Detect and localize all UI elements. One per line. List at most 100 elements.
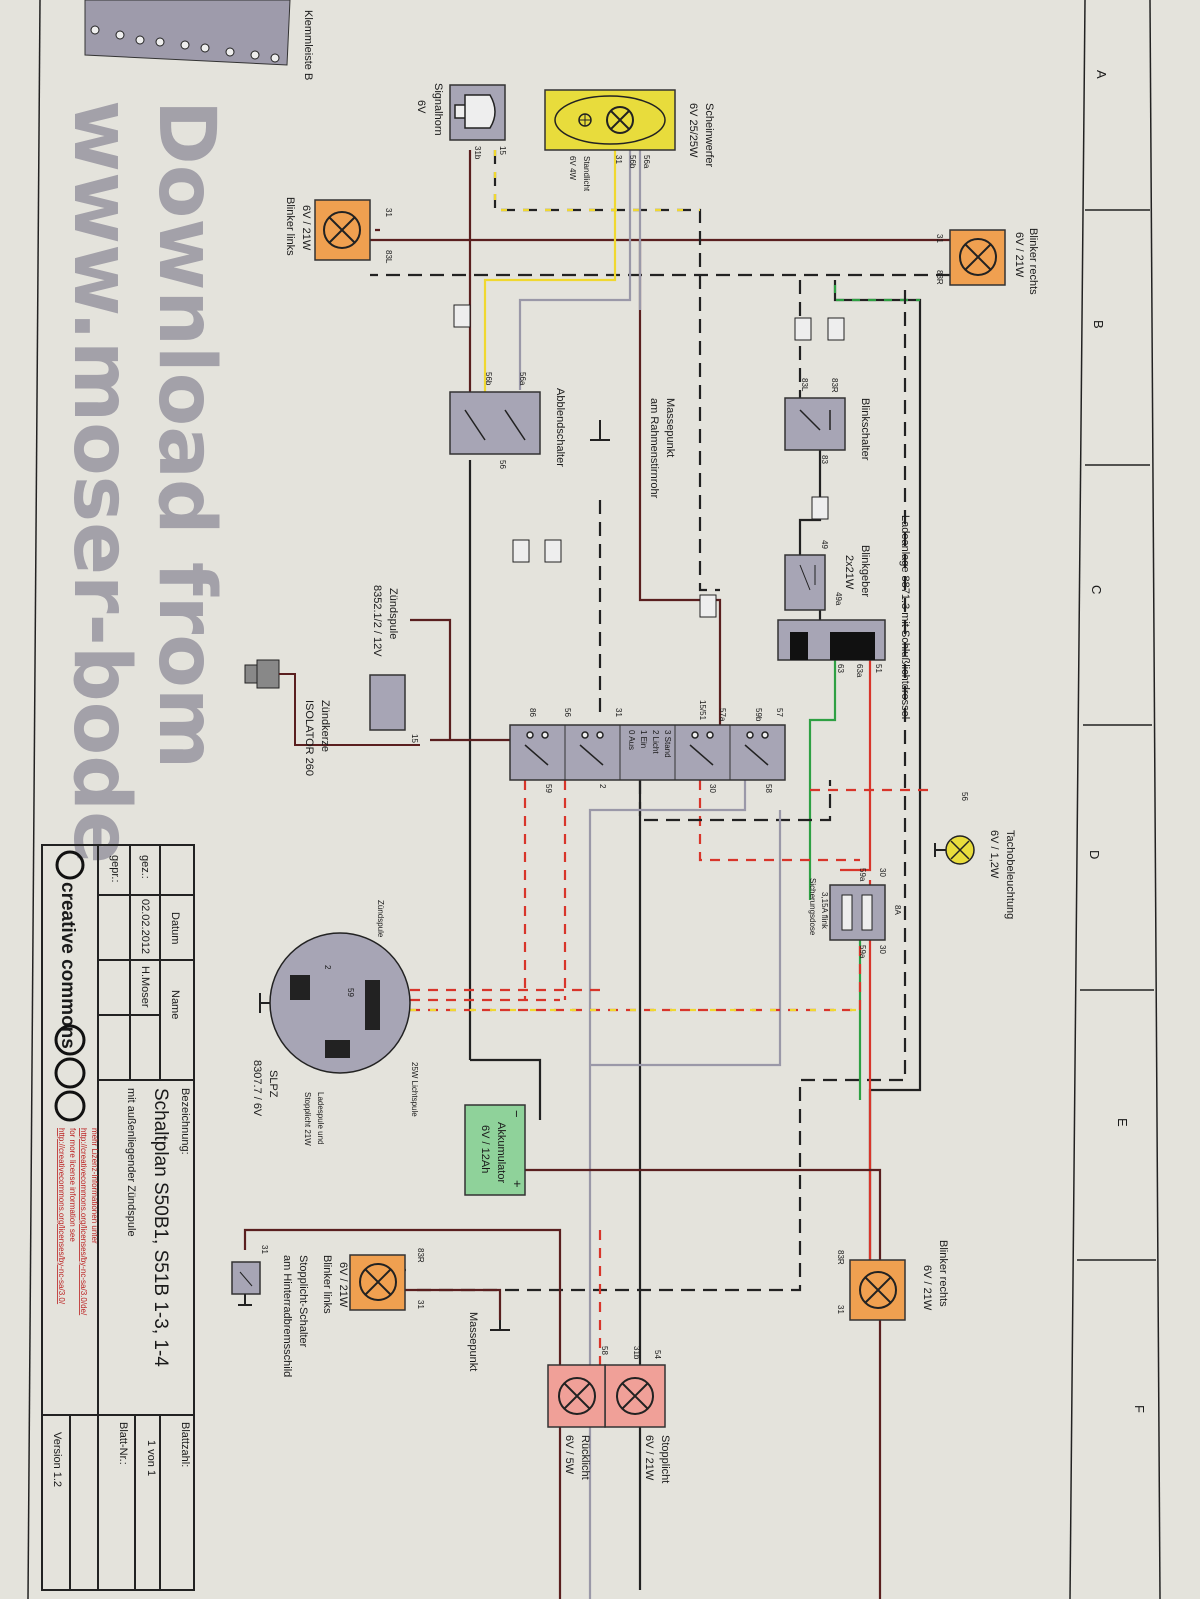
stopplicht-label: Stopplicht 21W <box>303 1092 312 1146</box>
date-value: 02.02.2012 <box>139 899 151 954</box>
author-value: H.Moser <box>139 966 151 1008</box>
terminal: 57a <box>718 708 727 722</box>
minus-terminal: − <box>509 1110 524 1118</box>
gepr-label: gepr.: <box>109 855 121 883</box>
label: Zündspule <box>387 588 399 639</box>
terminal: 15/51 <box>698 700 707 721</box>
terminal: 59a <box>858 945 867 959</box>
klemmleiste-b: Klemmleiste B <box>84 0 314 80</box>
terminal: 58 <box>600 1346 609 1355</box>
ladespule-label: Ladespule und <box>316 1092 325 1145</box>
terminal: 83R <box>416 1248 425 1263</box>
terminal: 56b <box>628 155 637 169</box>
watermark: Download fromwww.moser-bode <box>56 100 231 864</box>
standlicht-rating: 6V 4W <box>568 156 577 180</box>
label: Blinker rechts <box>937 1240 949 1307</box>
by-icon <box>54 1024 86 1056</box>
terminal: 31 <box>614 708 623 717</box>
terminal: 57 <box>775 708 784 717</box>
diagram-subtitle: mit außenliegender Zündspule <box>125 1088 137 1237</box>
rating: 6V / 21W <box>337 1262 349 1308</box>
terminal: 59a <box>858 868 867 882</box>
column-label: D <box>1087 850 1102 859</box>
zuendspule: Zündspule 8352.1/2 / 12V 15 <box>369 585 419 743</box>
lamp-icon <box>934 835 975 865</box>
sheet-frame <box>27 0 1161 1599</box>
label: Sicherungsdose <box>808 878 817 936</box>
column-labels: A B C D E F <box>1087 70 1147 1413</box>
position-label: 2 Licht <box>651 730 660 754</box>
terminal: 63a <box>855 664 864 678</box>
sublabel: am Rahmenstirnrohr <box>648 398 660 499</box>
terminal: 31 <box>614 155 623 164</box>
terminal: 83R <box>935 270 944 285</box>
terminal: 31 <box>384 208 393 217</box>
ground-icon <box>259 993 270 1013</box>
column-label: F <box>1132 1405 1147 1413</box>
terminal: 86 <box>528 708 537 717</box>
terminal: 56 <box>563 708 572 717</box>
ground-icon <box>238 1294 252 1306</box>
terminal: 2 <box>323 965 332 970</box>
rating: 6V / 5W <box>563 1435 575 1475</box>
nc-icon <box>54 1057 86 1089</box>
title-block: Datum Name gez.: 02.02.2012 H.Moser gepr… <box>41 844 195 1591</box>
license-link[interactable]: http://creativecommons.org/licenses/by-n… <box>79 1128 88 1316</box>
massepunkt-front: Massepunkt am Rahmenstirnrohr <box>590 398 676 499</box>
terminal: 15 <box>410 734 419 743</box>
terminal: 59 <box>544 784 553 793</box>
slpz: 2 59 Zündspule 25W Lichtspule Ladespule … <box>251 900 419 1146</box>
label: Scheinwerfer <box>703 103 715 168</box>
label: Zündkerze <box>319 700 331 752</box>
terminal: 59 <box>346 988 355 997</box>
terminal: 83R <box>830 378 839 393</box>
terminal: 83 <box>820 455 829 464</box>
rating: 6V / 12Ah <box>479 1125 491 1173</box>
name-header: Name <box>169 990 181 1019</box>
blatt-nr-label: Blatt-Nr.: <box>117 1422 129 1465</box>
terminal: 56a <box>518 372 527 386</box>
terminal: 63 <box>836 664 845 673</box>
type: ISOLATOR 260 <box>303 700 315 776</box>
blinker-links-rear: 6V / 21W Blinker links 83R 31 <box>321 1248 425 1314</box>
rating: 6V <box>415 100 427 114</box>
rating: 6V / 21W <box>300 205 312 251</box>
label: Tachobeleuchtung <box>1004 830 1016 919</box>
creative-commons-logo: creative commons <box>54 850 86 1122</box>
rating: 6V / 21W <box>643 1435 655 1481</box>
blattzahl-label: Blattzahl: <box>179 1422 191 1467</box>
label: Stopplicht-Schalter <box>297 1255 309 1348</box>
lamp-icon <box>558 1377 596 1415</box>
sa-icon <box>54 1090 86 1122</box>
terminal: 83L <box>384 250 393 264</box>
terminal: 30 <box>878 868 887 877</box>
rating: 2x21W <box>843 555 855 590</box>
lamp-icon <box>606 106 634 134</box>
license-link[interactable]: http://creativecommons.org/licenses/by-n… <box>57 1128 66 1305</box>
bezeichnung-label: Bezeichnung: <box>179 1088 191 1155</box>
label: Rücklicht <box>579 1435 591 1480</box>
zuendschalter: 3 Stand 2 Licht 1 Ein 0 Aus 86 56 31 15/… <box>509 700 786 793</box>
label: Stopplicht <box>659 1435 671 1483</box>
gez-label: gez.: <box>139 855 151 879</box>
label: Massepunkt <box>664 398 676 457</box>
column-label: A <box>1094 70 1109 79</box>
terminal: 49 <box>820 540 829 549</box>
terminal: 15 <box>498 146 507 155</box>
terminal: 31 <box>260 1245 269 1254</box>
license-text: mehr Lizenz-Informationen unter <box>90 1128 99 1244</box>
ladeanlage: Ladeanlage 8871.3 mit Schlußlichtdrossel… <box>777 515 911 719</box>
terminal: 58 <box>764 784 773 793</box>
lamp-icon <box>859 1271 897 1309</box>
rating: 6V / 21W <box>1013 232 1025 278</box>
label: Abblendschalter <box>554 388 566 467</box>
connectors-front <box>453 304 845 618</box>
terminal: 56a <box>642 155 651 169</box>
zuendkerze: Zündkerze ISOLATOR 260 <box>244 659 420 776</box>
type: 8352.1/2 / 12V <box>371 585 383 657</box>
lamp-icon <box>359 1263 397 1301</box>
position-label: 0 Aus <box>627 730 636 750</box>
stopplicht-schalter: 31 Stopplicht-Schalter am Hinterradbrems… <box>231 1245 309 1377</box>
terminal: 31b <box>473 146 482 160</box>
standlicht-label: Standlicht <box>582 156 591 192</box>
